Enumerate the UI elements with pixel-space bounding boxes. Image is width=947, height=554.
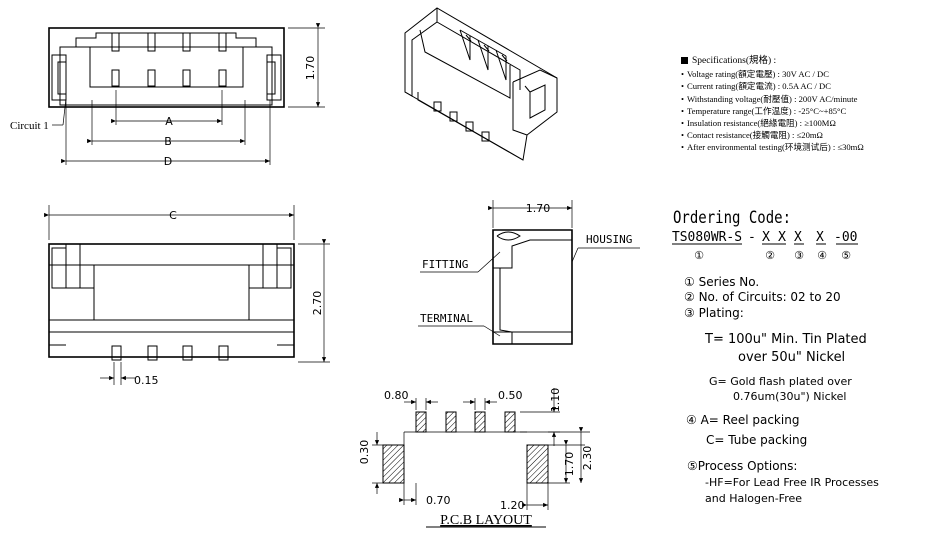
profile-width-dim: 1.70 [526,202,551,215]
packing-c-line: C= Tube packing [706,433,807,447]
code-circle-5: ⑤ [841,249,851,262]
specifications-block: Specifications(規格) : Voltage rating(額定電壓… [681,55,941,154]
code-plating: X [794,230,802,245]
dim-b-label: B [164,135,172,148]
plating-t-line-2: over 50u" Nickel [738,350,845,365]
circuit-1-label: Circuit 1 [10,120,49,132]
terminal-label: TERMINAL [420,312,473,325]
pcb-layout-title: P.C.B LAYOUT [440,513,532,528]
dim-d-label: D [164,155,172,168]
profile-view: 1.70 HOUSING FITTING TERMINAL [418,200,640,345]
fit-width-dim: 0.70 [426,494,451,507]
spec-item-withstanding: Withstanding voltage(耐壓值) : 200V AC/minu… [681,93,941,105]
series-line: ① Series No. [684,275,759,289]
pad-width-dim: 0.80 [384,389,409,402]
spec-item-current: Current rating(額定電流) : 0.5A AC / DC [681,80,941,92]
dim-c-label: C [169,209,177,222]
packing-a-line: ④ A= Reel packing [686,413,799,427]
pad-pitch-dim: 0.50 [498,389,523,402]
spec-item-temperature: Temperature range(工作温度) : -25°C~+85°C [681,105,941,117]
fitting-label: FITTING [422,258,468,271]
housing-label: HOUSING [586,233,632,246]
circuits-line: ② No. of Circuits: 02 to 20 [684,290,841,304]
plating-g-line-2: 0.76um(30u") Nickel [733,390,846,403]
isometric-view [404,7,558,161]
square-bullet-icon [681,57,688,64]
front-height-dim: 1.70 [304,56,317,81]
fit-gap-dim-1: 1.70 [563,452,576,477]
code-dash: - [748,230,756,245]
code-circuits: X X [762,230,786,245]
ordering-heading: Ordering Code: [673,208,791,228]
plating-t-line-1: T= 100u" Min. Tin Plated [704,332,867,347]
pcb-layout: 0.80 0.50 1.10 0.30 1.70 2.30 0.70 1.20 … [358,388,594,528]
side-height-dim: 2.70 [311,291,324,316]
spec-item-voltage: Voltage rating(額定電壓) : 30V AC / DC [681,68,941,80]
plating-g-line-1: G= Gold flash plated over [709,375,852,388]
dim-a-label: A [165,115,173,128]
process-line-1: -HF=For Lead Free IR Processes [705,476,879,489]
pad-height-dim: 1.10 [549,388,562,413]
process-title: ⑤Process Options: [687,459,797,473]
code-circle-4: ④ [817,249,827,262]
spec-item-contact: Contact resistance(接觸電阻) : ≤20mΩ [681,129,941,141]
front-pins [111,32,227,87]
code-circle-3: ③ [794,249,804,262]
process-line-2: and Halogen-Free [705,492,802,505]
code-circle-2: ② [765,249,775,262]
plating-line: ③ Plating: [684,306,744,320]
side-pins [111,345,229,361]
spec-item-insulation: Insulation resistance(絕緣電阻) : ≥100MΩ [681,117,941,129]
spec-item-environmental: After environmental testing(环境测试后) : ≤30… [681,141,941,153]
code-circle-1: ① [694,249,704,262]
fit-gap-dim-2: 2.30 [581,446,594,471]
fit-offset-dim: 1.20 [500,499,525,512]
code-series: TS080WR-S [672,230,742,245]
front-view: A B D 1.70 Circuit 1 [10,23,325,168]
code-packing: X [816,230,824,245]
ordering-code: Ordering Code: TS080WR-S - X X X X -00 ①… [672,208,879,505]
code-process: -00 [834,230,857,245]
pin-thickness-dim: 0.15 [134,374,159,387]
side-view: C 2.70 0.15 [44,205,330,387]
specifications-heading: Specifications(規格) : [681,55,941,67]
fit-height-dim: 0.30 [358,440,371,465]
